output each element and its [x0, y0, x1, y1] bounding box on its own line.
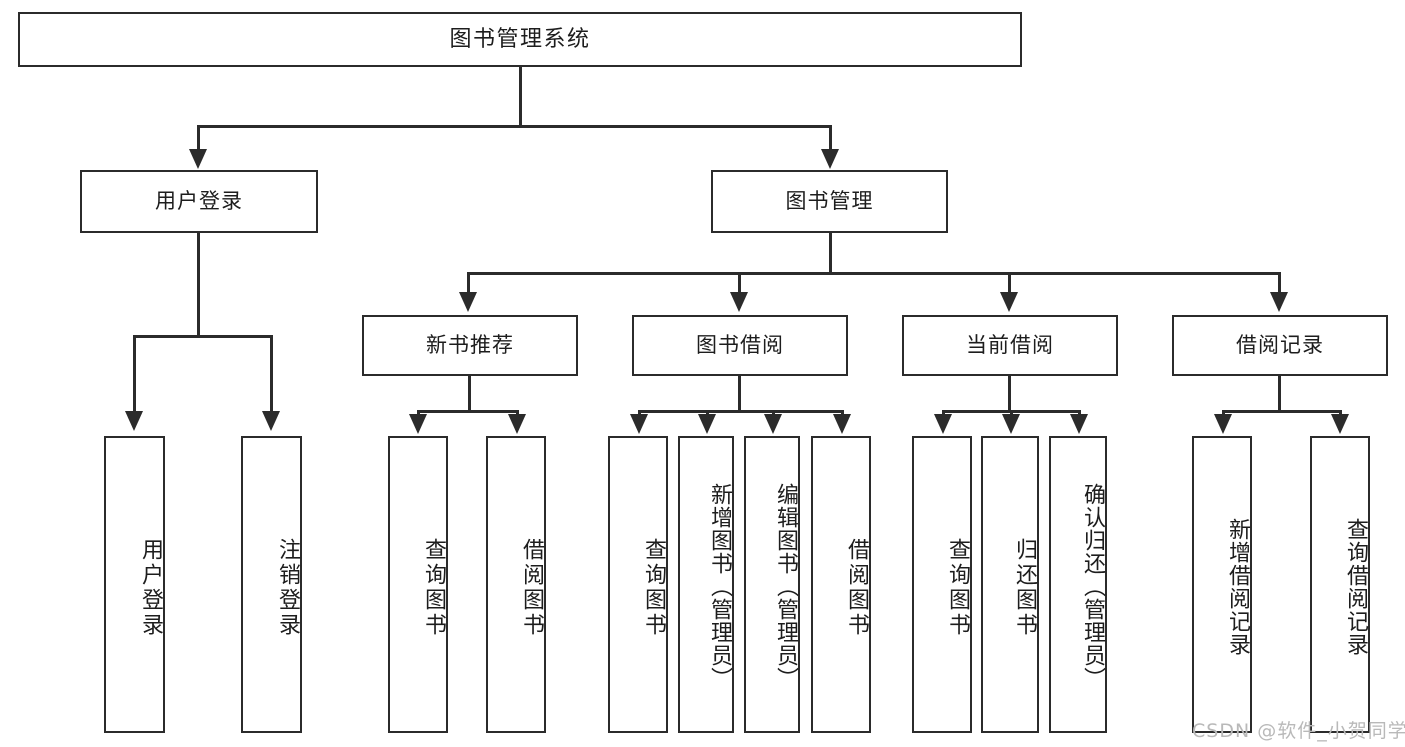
arrowhead-cb-return	[1002, 414, 1020, 434]
connector-drop-cb-return	[1010, 410, 1013, 416]
connector-book-borrow-bus	[638, 410, 841, 413]
arrowhead-cb-query	[934, 414, 952, 434]
connector-borrow-record-stem	[1278, 376, 1281, 410]
arrowhead-bb-query	[630, 414, 648, 434]
leaf-logout[interactable]: 注销登录	[241, 436, 302, 733]
connector-drop-bb-add	[706, 410, 709, 416]
node-book-management[interactable]: 图书管理	[711, 170, 948, 233]
arrowhead-book-borrow	[730, 292, 748, 312]
connector-root-stem	[519, 67, 522, 125]
arrowhead-leaf-user-login	[125, 411, 143, 431]
leaf-bb-borrow-book[interactable]: 借阅图书	[811, 436, 871, 733]
arrowhead-user-login	[189, 149, 207, 169]
leaf-br-add-record[interactable]: 新增借阅记录	[1192, 436, 1252, 733]
connector-drop-new-book	[467, 272, 470, 294]
arrowhead-current-borrow	[1000, 292, 1018, 312]
connector-user-login-stem	[197, 233, 200, 335]
arrowhead-book-manage	[821, 149, 839, 169]
connector-new-book-stem	[468, 376, 471, 410]
connector-drop-leaf-logout	[270, 335, 273, 413]
leaf-user-login[interactable]: 用户登录	[104, 436, 165, 733]
connector-level3-bus	[467, 272, 1278, 275]
arrowhead-bb-add	[698, 414, 716, 434]
arrowhead-nb-borrow	[508, 414, 526, 434]
arrowhead-new-book	[459, 292, 477, 312]
arrowhead-cb-confirm	[1070, 414, 1088, 434]
leaf-bb-query-book[interactable]: 查询图书	[608, 436, 668, 733]
node-current-borrow[interactable]: 当前借阅	[902, 315, 1118, 376]
connector-drop-bb-edit	[772, 410, 775, 416]
connector-drop-bb-borrow	[841, 410, 844, 416]
arrowhead-bb-edit	[764, 414, 782, 434]
leaf-bb-edit-book-admin[interactable]: 编辑图书（管理员）	[744, 436, 800, 733]
connector-book-borrow-stem	[738, 376, 741, 410]
connector-drop-book-manage	[829, 125, 832, 151]
node-root-library-system[interactable]: 图书管理系统	[18, 12, 1022, 67]
arrowhead-borrow-record	[1270, 292, 1288, 312]
connector-drop-borrow-record	[1278, 272, 1281, 294]
leaf-nb-borrow-book[interactable]: 借阅图书	[486, 436, 546, 733]
connector-drop-bb-query	[638, 410, 641, 416]
leaf-bb-add-book-admin[interactable]: 新增图书（管理员）	[678, 436, 734, 733]
connector-user-login-bus	[133, 335, 272, 338]
connector-drop-current-borrow	[1008, 272, 1011, 294]
arrowhead-br-add	[1214, 414, 1232, 434]
leaf-cb-confirm-return-admin[interactable]: 确认归还（管理员）	[1049, 436, 1107, 733]
connector-drop-cb-query	[942, 410, 945, 416]
node-book-borrow[interactable]: 图书借阅	[632, 315, 848, 376]
connector-drop-book-borrow	[738, 272, 741, 294]
connector-drop-br-query	[1339, 410, 1342, 416]
connector-drop-cb-confirm	[1078, 410, 1081, 416]
leaf-nb-query-book[interactable]: 查询图书	[388, 436, 448, 733]
leaf-cb-return-book[interactable]: 归还图书	[981, 436, 1039, 733]
arrowhead-leaf-logout	[262, 411, 280, 431]
arrowhead-bb-borrow	[833, 414, 851, 434]
connector-borrow-record-bus	[1222, 410, 1339, 413]
connector-drop-nb-borrow	[516, 410, 519, 416]
leaf-cb-query-book[interactable]: 查询图书	[912, 436, 972, 733]
connector-drop-user-login	[197, 125, 200, 151]
node-new-book-recommend[interactable]: 新书推荐	[362, 315, 578, 376]
arrowhead-br-query	[1331, 414, 1349, 434]
connector-drop-leaf-user-login	[133, 335, 136, 413]
connector-level2-bus	[197, 125, 831, 128]
arrowhead-nb-query	[409, 414, 427, 434]
csdn-watermark: CSDN @软件_小贺同学	[1192, 720, 1405, 742]
connector-drop-br-add	[1222, 410, 1225, 416]
leaf-br-query-record[interactable]: 查询借阅记录	[1310, 436, 1370, 733]
connector-drop-nb-query	[417, 410, 420, 416]
node-borrow-record[interactable]: 借阅记录	[1172, 315, 1388, 376]
node-user-login[interactable]: 用户登录	[80, 170, 318, 233]
connector-new-book-bus	[417, 410, 519, 413]
connector-book-manage-stem	[829, 233, 832, 272]
connector-current-borrow-stem	[1008, 376, 1011, 410]
